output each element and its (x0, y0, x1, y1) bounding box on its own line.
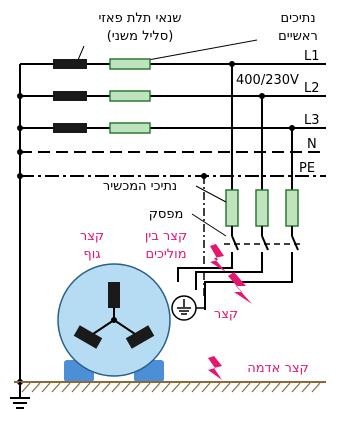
main-fuse-l3 (109, 122, 151, 134)
transformer-coils (53, 59, 87, 133)
node-dot (17, 125, 23, 131)
hatch-line (161, 382, 171, 393)
main-fuse-l1 (109, 58, 151, 70)
hatch-line (41, 382, 51, 393)
device-fuses (225, 189, 299, 227)
main-fuses-label: נתיכים (280, 11, 315, 26)
lightning-bolt-ground (208, 356, 222, 380)
winding-w (125, 325, 155, 349)
hatch-line (211, 382, 221, 393)
switch-label: מפסק (149, 207, 184, 222)
device-fuses-label: נתיכי המכשיר (103, 179, 177, 194)
transformer-coil-l2 (53, 91, 87, 101)
device-fuse-l1 (225, 189, 239, 227)
node-dot (229, 61, 235, 67)
voltage-label: 400/230V (236, 73, 299, 88)
hatch-line (141, 382, 151, 393)
hatch-line (281, 382, 291, 393)
switch-blade (261, 235, 269, 251)
hatch-line (101, 382, 111, 393)
body-short-label: קצר (80, 229, 104, 244)
hatch-line (241, 382, 251, 393)
short-between-conductors-label-2: מוליכים (145, 247, 186, 262)
hatch-line (251, 382, 261, 393)
hatch-line (31, 382, 41, 393)
hatch-line (91, 382, 101, 393)
line-label-l1: L1 (304, 49, 320, 64)
star-point (111, 317, 117, 323)
protective-earth-icon (171, 295, 197, 321)
hatch-line (191, 382, 201, 393)
line-label-pe: PE (299, 161, 315, 176)
secondary-transformers-label: שנאי תלת פאזי (99, 11, 182, 26)
device-fuse-l3 (285, 189, 299, 227)
lightning-bolt-conductors (210, 244, 226, 272)
main-fuse-l2 (109, 90, 151, 102)
hatch-line (261, 382, 271, 393)
hatch-line (301, 382, 311, 393)
hatch-line (181, 382, 191, 393)
hatch-line (71, 382, 81, 393)
transformer-coil-l1 (53, 59, 87, 69)
leader-line (77, 45, 85, 61)
main-fuses-label-2: ראשיים (278, 29, 318, 44)
node-dot (259, 93, 265, 99)
device-fuse-l2 (255, 189, 269, 227)
hatch-line (151, 382, 161, 393)
winding-v (73, 325, 103, 349)
hatch-line (231, 382, 241, 393)
earth-ground-icon (10, 382, 30, 409)
line-label-l3: L3 (304, 113, 320, 128)
switch-blade (291, 235, 299, 251)
node-dot (201, 173, 207, 179)
hatch-line (271, 382, 281, 393)
switch (224, 235, 300, 251)
hatch-line (131, 382, 141, 393)
node-dot (289, 125, 295, 131)
hatch-line (21, 382, 31, 393)
body-short-label-2: גוף (83, 247, 100, 262)
transformer-coil-l3 (53, 123, 87, 133)
winding-u (108, 282, 120, 308)
lightning-bolt-icon (208, 356, 222, 380)
secondary-coil-label: (סליל משני) (107, 29, 174, 44)
hatch-line (311, 382, 321, 393)
hatch-line (171, 382, 181, 393)
lightning-bolt-short (228, 272, 252, 304)
motor-wire-3 (204, 252, 293, 310)
motor-wire-2 (195, 252, 263, 290)
line-label-n: N (307, 137, 317, 152)
leader-line (191, 213, 227, 237)
short-label: קצר (214, 307, 238, 322)
ground-floor (14, 381, 326, 393)
hatch-line (201, 382, 211, 393)
hatch-line (111, 382, 121, 393)
main-fuses (109, 58, 151, 134)
hatch-line (291, 382, 301, 393)
lightning-bolt-icon (228, 272, 252, 304)
node-dot (17, 173, 23, 179)
floor-hatch (21, 382, 321, 393)
short-between-conductors-label: קצר בין (145, 229, 187, 244)
hatch-line (121, 382, 131, 393)
leader-line (147, 39, 258, 61)
node-dot (17, 93, 23, 99)
hatch-line (61, 382, 71, 393)
switch-blade (231, 235, 239, 251)
leader-line (195, 185, 227, 203)
ground-short-label: קצר אדמה (247, 361, 309, 376)
line-label-l2: L2 (304, 81, 320, 96)
motor-windings (73, 282, 155, 349)
hatch-line (51, 382, 61, 393)
hatch-line (221, 382, 231, 393)
hatch-line (81, 382, 91, 393)
lightning-bolt-icon (210, 244, 226, 272)
motor-wire-1 (177, 252, 233, 282)
node-dot (17, 149, 23, 155)
